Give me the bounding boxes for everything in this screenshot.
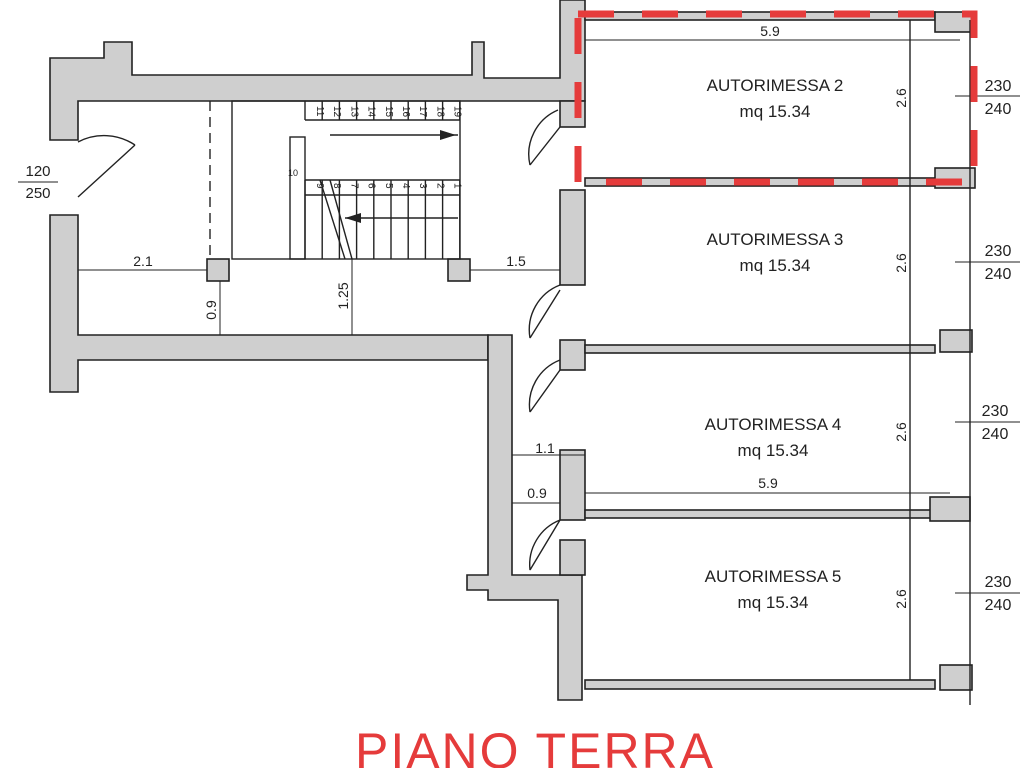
- garage-4-opening-top: 230: [982, 403, 1009, 420]
- column-right: [447, 258, 471, 282]
- dim-corridor-right: 1.5: [506, 253, 526, 269]
- wall-garage-4-5: [584, 509, 936, 519]
- stair-number-top: 17: [417, 106, 428, 118]
- dim-passage-gap: 0.9: [527, 485, 547, 501]
- garage-3-area: mq 15.34: [740, 256, 811, 275]
- garage-4-name: AUTORIMESSA 4: [705, 415, 842, 434]
- garage-4-opening-bottom: 240: [982, 426, 1009, 443]
- plan-title: PIANO TERRA: [355, 723, 715, 768]
- wall-top-left: [49, 0, 586, 141]
- garage-4-height: 2.6: [893, 422, 909, 442]
- stair-number-top: 16: [400, 106, 411, 118]
- door-garage-2: [528, 109, 561, 166]
- garage-3-opening-bottom: 240: [985, 266, 1012, 283]
- stair-number-top: 14: [366, 106, 377, 118]
- pier-3: [939, 329, 973, 353]
- garage-5-opening-top: 230: [985, 574, 1012, 591]
- stair-landing-number: 10: [288, 168, 298, 178]
- wall-strip-segment-2: [559, 339, 586, 371]
- garage-4-area: mq 15.34: [738, 441, 809, 460]
- dim-passage-width: 1.1: [535, 440, 555, 456]
- stair-number-bottom: 7: [348, 183, 359, 189]
- garage-3-height: 2.6: [893, 253, 909, 273]
- column-left: [206, 258, 230, 282]
- stair-number-bottom: 3: [417, 183, 428, 189]
- garage-openings: [909, 20, 971, 705]
- stair-number-bottom: 1: [452, 183, 463, 189]
- stair-number-top: 13: [348, 106, 359, 118]
- wall-strip-segment-4: [559, 539, 586, 576]
- pier-4: [929, 496, 971, 522]
- garage-2-height: 2.6: [893, 88, 909, 108]
- wall-garage-5-bottom: [584, 679, 936, 690]
- garage-2-opening-top: 230: [985, 78, 1012, 95]
- garage-3: AUTORIMESSA 3 mq 15.34 2.6 230 240: [707, 230, 1012, 283]
- stair-number-bottom: 8: [331, 183, 342, 189]
- pier-5: [939, 664, 973, 691]
- dim-corridor-depth-left: 0.9: [203, 300, 219, 320]
- stair-number-top: 12: [331, 106, 342, 118]
- dimension-lines: [18, 20, 1020, 594]
- left-opening-top: 120: [25, 163, 50, 180]
- garage-4: AUTORIMESSA 4 mq 15.34 2.6 230 240: [705, 403, 1009, 460]
- door-garage-5: [528, 519, 561, 571]
- garage-2-opening-bottom: 240: [985, 101, 1012, 118]
- stair-number-bottom: 2: [434, 183, 445, 189]
- garage-2-name: AUTORIMESSA 2: [707, 76, 844, 95]
- dim-corridor-depth-mid: 1.25: [335, 282, 351, 309]
- wall-strip-segment-1: [559, 189, 586, 286]
- garage-5: AUTORIMESSA 5 mq 15.34 2.6 230 240: [705, 567, 1012, 614]
- selected-garage-highlight[interactable]: [574, 10, 978, 186]
- dim-garage-width-mid: 5.9: [758, 475, 778, 491]
- stair-number-top: 11: [314, 106, 325, 117]
- garage-5-area: mq 15.34: [738, 593, 809, 612]
- dim-garage-width-top: 5.9: [760, 23, 780, 39]
- door-garage-4: [528, 359, 561, 413]
- left-opening-bottom: 250: [25, 185, 50, 202]
- garage-2: AUTORIMESSA 2 mq 15.34 2.6 230 240: [707, 76, 1012, 121]
- wall-garage-3-4: [584, 344, 936, 354]
- stair-number-bottom: 5: [383, 183, 394, 189]
- wall-corridor-right: [466, 334, 583, 701]
- wall-left-lower: [49, 214, 489, 393]
- door-garage-3: [528, 284, 561, 339]
- garage-5-name: AUTORIMESSA 5: [705, 567, 842, 586]
- garage-3-opening-top: 230: [985, 243, 1012, 260]
- garage-3-name: AUTORIMESSA 3: [707, 230, 844, 249]
- garage-2-area: mq 15.34: [740, 102, 811, 121]
- door-entrance: [77, 134, 136, 198]
- garage-5-height: 2.6: [893, 589, 909, 609]
- garage-5-opening-bottom: 240: [985, 597, 1012, 614]
- stair-number-bottom: 6: [366, 183, 377, 189]
- dim-corridor-left: 2.1: [133, 253, 153, 269]
- doors: [77, 109, 561, 571]
- stair-number-top: 18: [434, 106, 445, 118]
- stair-number-top: 15: [383, 106, 394, 118]
- wall-garage-2-top: [584, 11, 936, 21]
- stair-number-top: 19: [452, 106, 463, 118]
- walls: [49, 0, 976, 701]
- stair-number-bottom: 9: [314, 183, 325, 189]
- stair-number-bottom: 4: [400, 183, 411, 189]
- wall-strip-segment-3: [559, 449, 586, 521]
